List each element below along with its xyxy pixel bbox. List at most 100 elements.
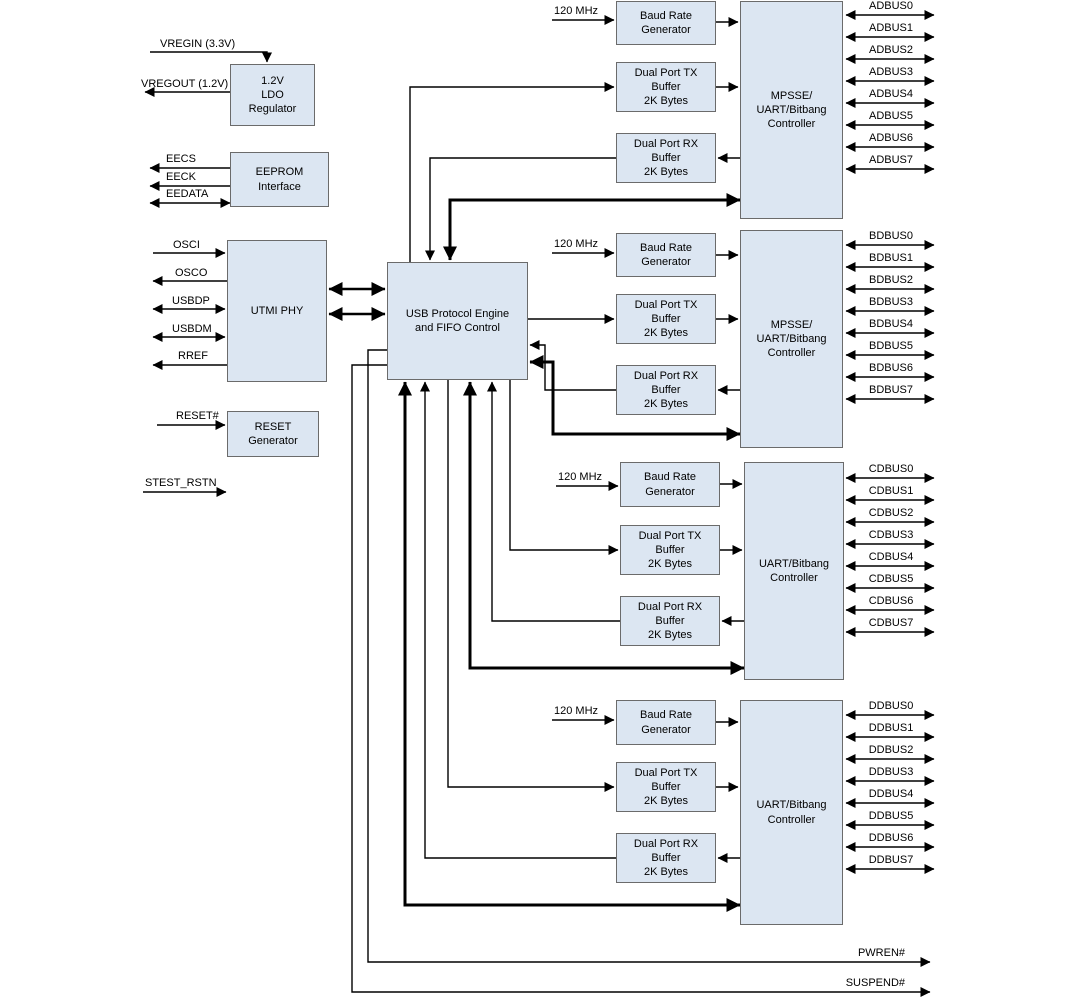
reset-generator-box: RESET Generator bbox=[227, 411, 319, 457]
tx-buffer-b-box: Dual Port TX Buffer 2K Bytes bbox=[616, 294, 716, 344]
bus-label-ddbus7: DDBUS7 bbox=[868, 854, 914, 866]
bus-label-adbus0: ADBUS0 bbox=[868, 0, 914, 12]
box-line: Generator bbox=[641, 723, 691, 736]
bus-label-ddbus2: DDBUS2 bbox=[868, 744, 914, 756]
bus-label-bdbus2: BDBUS2 bbox=[868, 274, 914, 286]
signal-label-vregout: VREGOUT (1.2V) bbox=[141, 78, 229, 90]
tx-buffer-c-box: Dual Port TX Buffer 2K Bytes bbox=[620, 525, 720, 575]
bus-label-cdbus1: CDBUS1 bbox=[868, 485, 914, 497]
bus-label-bdbus5: BDBUS5 bbox=[868, 340, 914, 352]
rx-buffer-a-box: Dual Port RX Buffer 2K Bytes bbox=[616, 133, 716, 183]
box-line: Generator bbox=[248, 435, 298, 447]
bus-label-bdbus7: BDBUS7 bbox=[868, 384, 914, 396]
box-line: Controller bbox=[767, 813, 816, 826]
bus-label-ddbus5: DDBUS5 bbox=[868, 810, 914, 822]
signal-label-stest-rstn: STEST_RSTN bbox=[145, 477, 217, 489]
box-line: LDO bbox=[261, 88, 284, 101]
bus-label-adbus7: ADBUS7 bbox=[868, 154, 914, 166]
wire-engine-tx-c bbox=[509, 380, 619, 555]
channel-a-wires bbox=[409, 15, 741, 262]
bus-label-cdbus7: CDBUS7 bbox=[868, 617, 914, 629]
box-line: 2K Bytes bbox=[643, 166, 689, 179]
controller-c-box: UART/Bitbang Controller bbox=[744, 462, 844, 680]
box-line: Buffer bbox=[651, 151, 681, 164]
baud-rate-generator-d-box: Baud Rate Generator bbox=[616, 700, 716, 745]
baud-rate-generator-a-box: Baud Rate Generator bbox=[616, 1, 716, 45]
signal-label-osco: OSCO bbox=[175, 267, 208, 279]
box-line: Buffer bbox=[655, 614, 685, 627]
usb-protocol-engine-box: USB Protocol Engine and FIFO Control bbox=[387, 262, 528, 380]
ldo-regulator-box: 1.2V LDO Regulator bbox=[230, 64, 315, 126]
box-line: 1.2V bbox=[261, 74, 284, 87]
wire-rx-c-engine bbox=[487, 381, 620, 622]
bus-label-ddbus0: DDBUS0 bbox=[868, 700, 914, 712]
bus-label-cdbus6: CDBUS6 bbox=[868, 595, 914, 607]
signal-label-reset: RESET# bbox=[176, 410, 219, 422]
bus-label-cdbus5: CDBUS5 bbox=[868, 573, 914, 585]
baud-rate-generator-b-box: Baud Rate Generator bbox=[616, 233, 716, 277]
bus-label-adbus1: ADBUS1 bbox=[868, 22, 914, 34]
signal-label-vregin: VREGIN (3.3V) bbox=[160, 38, 236, 50]
box-line: Dual Port RX bbox=[633, 137, 699, 150]
box-line: Baud Rate bbox=[640, 9, 692, 22]
bus-label-ddbus3: DDBUS3 bbox=[868, 766, 914, 778]
controller-a-box: MPSSE/ UART/Bitbang Controller bbox=[740, 1, 843, 219]
box-line: 2K Bytes bbox=[643, 866, 689, 879]
wire-ctrl-a-engine-bus bbox=[443, 193, 741, 261]
bus-label-cdbus2: CDBUS2 bbox=[868, 507, 914, 519]
rx-buffer-b-box: Dual Port RX Buffer 2K Bytes bbox=[616, 365, 716, 415]
box-line: Controller bbox=[767, 347, 816, 360]
channel-d-wires bbox=[398, 380, 741, 912]
box-line: 2K Bytes bbox=[643, 795, 689, 808]
signal-label-rref: RREF bbox=[178, 350, 208, 362]
wire-rx-a-engine bbox=[425, 157, 616, 261]
box-line: USB Protocol Engine bbox=[405, 307, 510, 320]
signal-label-suspend: SUSPEND# bbox=[845, 977, 905, 989]
box-line: Generator bbox=[641, 24, 691, 36]
bus-label-adbus4: ADBUS4 bbox=[868, 88, 914, 100]
signal-label-eedata: EEDATA bbox=[166, 188, 209, 200]
signal-label-pwren: PWREN# bbox=[857, 947, 905, 959]
wire-vregin bbox=[150, 51, 272, 63]
box-line: Buffer bbox=[655, 543, 685, 556]
bus-label-cdbus0: CDBUS0 bbox=[868, 463, 914, 475]
bus-label-bdbus6: BDBUS6 bbox=[868, 362, 914, 374]
bus-label-adbus6: ADBUS6 bbox=[868, 132, 914, 144]
controller-b-box: MPSSE/ UART/Bitbang Controller bbox=[740, 230, 843, 448]
box-line: Controller bbox=[767, 118, 816, 131]
box-line: Dual Port RX bbox=[633, 369, 699, 382]
clock-label-b: 120 MHz bbox=[554, 238, 599, 250]
adbus-wires bbox=[845, 10, 935, 174]
clock-label-c: 120 MHz bbox=[558, 471, 603, 483]
box-line: and FIFO Control bbox=[415, 322, 500, 334]
signal-label-usbdm: USBDM bbox=[172, 323, 212, 335]
box-line: 2K Bytes bbox=[647, 629, 693, 642]
cdbus-wires bbox=[845, 473, 935, 637]
box-line: Dual Port RX bbox=[637, 600, 703, 613]
bus-label-cdbus3: CDBUS3 bbox=[868, 529, 914, 541]
box-line: 2K Bytes bbox=[643, 95, 689, 108]
box-line: Dual Port TX bbox=[634, 298, 698, 311]
clock-label-d: 120 MHz bbox=[554, 705, 599, 717]
baud-rate-generator-c-box: Baud Rate Generator bbox=[620, 462, 720, 507]
box-line: 2K Bytes bbox=[643, 398, 689, 411]
box-line: Buffer bbox=[651, 80, 681, 93]
bus-label-bdbus1: BDBUS1 bbox=[868, 252, 914, 264]
box-line: MPSSE/ bbox=[770, 89, 813, 102]
bus-label-bdbus4: BDBUS4 bbox=[868, 318, 914, 330]
box-line: Generator bbox=[645, 485, 695, 498]
bus-label-cdbus4: CDBUS4 bbox=[868, 551, 914, 563]
box-line: MPSSE/ bbox=[770, 318, 813, 331]
box-line: UART/Bitbang bbox=[756, 103, 827, 116]
box-line: Buffer bbox=[651, 851, 681, 864]
box-line: Dual Port TX bbox=[634, 66, 698, 79]
wire-engine-tx-a bbox=[409, 82, 615, 262]
signal-label-eeck: EECK bbox=[166, 171, 196, 183]
box-line: 2K Bytes bbox=[643, 327, 689, 340]
box-line: UART/Bitbang bbox=[756, 332, 827, 345]
signal-label-osci: OSCI bbox=[173, 239, 200, 251]
bus-label-adbus5: ADBUS5 bbox=[868, 110, 914, 122]
box-line: Buffer bbox=[651, 780, 681, 793]
